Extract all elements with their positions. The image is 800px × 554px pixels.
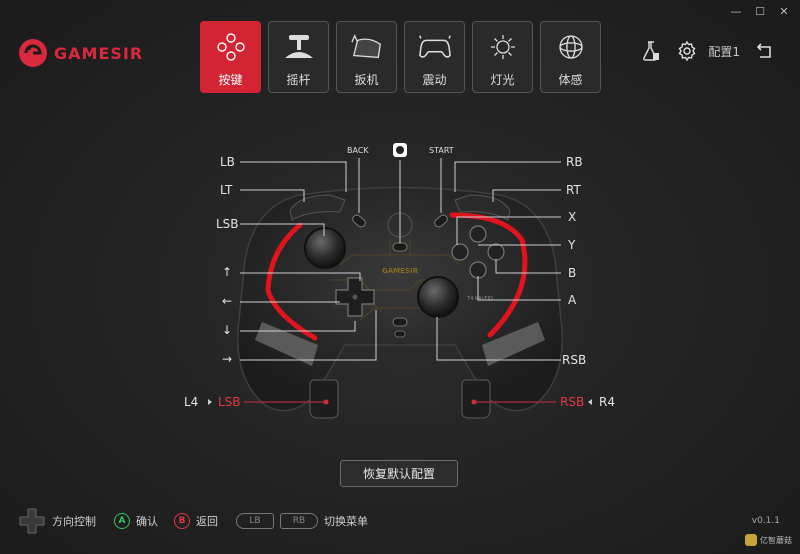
y-button[interactable] xyxy=(469,225,487,243)
tab-buttons[interactable]: 按键 xyxy=(200,21,261,93)
tab-label: 震动 xyxy=(422,73,447,87)
profile-name[interactable]: 配置1 xyxy=(708,44,740,59)
trigger-icon xyxy=(350,31,384,63)
label-rt[interactable]: RT xyxy=(566,183,581,197)
reset-default-button[interactable]: 恢复默认配置 xyxy=(340,460,458,487)
back-button[interactable] xyxy=(351,213,367,228)
tab-label: 摇杆 xyxy=(286,73,311,87)
a-key-icon: A xyxy=(114,513,130,529)
tab-trigger[interactable]: 扳机 xyxy=(336,21,397,93)
version-label: v0.1.1 xyxy=(751,516,780,526)
label-l4-value[interactable]: LSB xyxy=(218,395,241,409)
tab-vibration[interactable]: 震动 xyxy=(404,21,465,93)
home-button[interactable] xyxy=(392,242,408,252)
left-grip-plate xyxy=(255,322,318,366)
label-r4: R4 xyxy=(599,395,615,409)
label-r4-value[interactable]: RSB xyxy=(560,395,585,409)
a-button[interactable] xyxy=(469,261,487,279)
label-y[interactable]: Y xyxy=(568,238,576,252)
label-b[interactable]: B xyxy=(568,266,577,280)
left-stick[interactable] xyxy=(304,227,346,269)
header-actions: 配置1 xyxy=(640,40,776,62)
flask-icon[interactable] xyxy=(640,40,662,62)
label-rb[interactable]: RB xyxy=(566,155,583,169)
mode-button[interactable] xyxy=(392,317,408,327)
label-l4: L4 xyxy=(184,395,199,409)
m-button[interactable] xyxy=(394,330,406,338)
light-icon xyxy=(486,31,520,63)
face-buttons xyxy=(451,225,505,279)
rb-key-icon: RB xyxy=(280,513,318,529)
confirm-hint: 确认 xyxy=(136,515,158,528)
label-start[interactable]: START xyxy=(429,146,454,155)
buttons-icon xyxy=(214,31,248,63)
site-watermark: 亿智蘑菇 xyxy=(745,534,792,546)
left-led-strip xyxy=(265,222,318,341)
main-tabs: 按键 摇杆 扳机 震动 xyxy=(200,21,601,93)
dpad-hint: 方向控制 xyxy=(52,515,96,528)
right-led-strip xyxy=(449,212,528,338)
back-hint: 返回 xyxy=(196,515,218,528)
x-button[interactable] xyxy=(451,243,469,261)
label-a[interactable]: A xyxy=(568,293,577,307)
label-rsb[interactable]: RSB xyxy=(562,353,587,367)
label-lt[interactable]: LT xyxy=(220,183,233,197)
footer-hints: 方向控制 A 确认 B 返回 LB RB 切换菜单 xyxy=(18,508,368,534)
vibration-icon xyxy=(418,31,452,63)
tab-motion[interactable]: 体感 xyxy=(540,21,601,93)
label-lb[interactable]: LB xyxy=(220,155,235,169)
tab-label: 体感 xyxy=(558,73,583,87)
rb-bumper[interactable] xyxy=(454,194,511,221)
switch-menu-hint: 切换菜单 xyxy=(324,515,368,528)
joystick-icon xyxy=(282,31,316,63)
tab-label: 扳机 xyxy=(354,73,379,87)
back-arrow-icon[interactable] xyxy=(754,40,776,62)
controller-logo: GAMESIR xyxy=(382,267,419,275)
motion-icon xyxy=(554,31,588,63)
label-up[interactable]: ↑ xyxy=(222,265,233,279)
tab-joystick[interactable]: 摇杆 xyxy=(268,21,329,93)
right-grip-plate xyxy=(482,322,545,366)
label-x[interactable]: X xyxy=(568,210,577,224)
b-button[interactable] xyxy=(487,243,505,261)
label-right[interactable]: → xyxy=(222,352,233,366)
r4-paddle[interactable] xyxy=(461,379,491,419)
label-lsb[interactable]: LSB xyxy=(216,217,239,231)
watermark-logo-icon xyxy=(745,534,757,546)
right-stick[interactable] xyxy=(417,276,459,318)
b-key-icon: B xyxy=(174,513,190,529)
tab-label: 灯光 xyxy=(490,73,515,87)
label-back[interactable]: BACK xyxy=(347,146,369,155)
leader-lines xyxy=(240,158,561,361)
minimize-button[interactable]: — xyxy=(730,4,742,18)
window-controls: — ☐ ✕ xyxy=(726,3,794,19)
tab-label: 按键 xyxy=(218,73,243,87)
start-button[interactable] xyxy=(433,213,449,228)
maximize-button[interactable]: ☐ xyxy=(755,4,765,18)
gear-icon[interactable] xyxy=(676,40,698,62)
gamesir-logo-icon xyxy=(19,39,47,67)
label-left[interactable]: ← xyxy=(222,294,233,308)
watermark-text: 亿智蘑菇 xyxy=(760,535,792,545)
tab-light[interactable]: 灯光 xyxy=(472,21,533,93)
label-down[interactable]: ↓ xyxy=(222,323,233,337)
l4-paddle[interactable] xyxy=(309,379,339,419)
close-button[interactable]: ✕ xyxy=(779,4,789,18)
controller-badge: T4 KALEID xyxy=(466,296,493,302)
dpad-icon xyxy=(19,508,45,534)
brand-name: GAMESIR xyxy=(54,43,144,63)
lb-key-icon: LB xyxy=(236,513,274,529)
gamesir-logo: GAMESIR xyxy=(18,38,143,68)
